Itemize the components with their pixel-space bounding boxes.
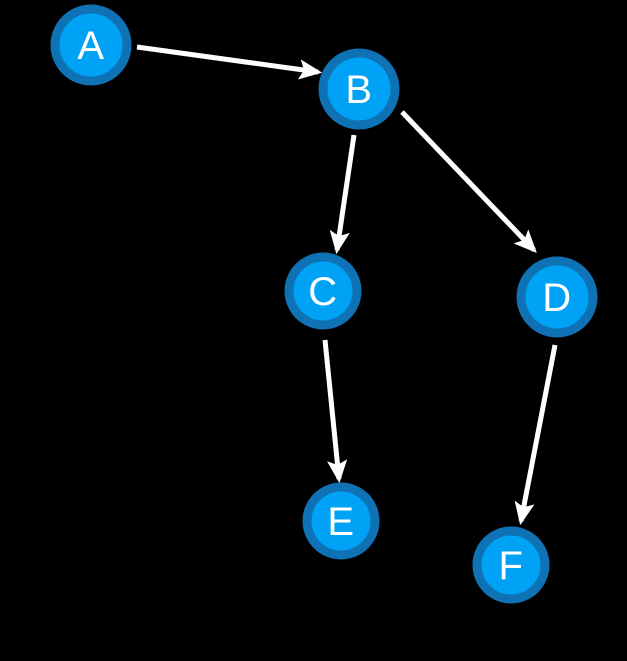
node-label: D [542,276,571,320]
graph-edge-d-f[interactable] [514,344,558,526]
graph-edge-b-c[interactable] [329,134,357,255]
graph-node-e[interactable]: E [302,482,380,560]
graph-node-d[interactable]: D [516,256,598,338]
node-circle [50,4,132,86]
node-label: A [77,24,104,68]
graph-edge-a-b[interactable] [136,44,323,80]
graph-edge-b-d[interactable] [400,110,537,253]
node-label: E [327,500,354,544]
node-circle [472,526,550,604]
node-circle [516,256,598,338]
node-circle [318,48,400,130]
node-label: B [345,68,372,112]
graph-node-f[interactable]: F [472,526,550,604]
graph-node-c[interactable]: C [284,252,362,330]
graph-node-a[interactable]: A [50,4,132,86]
node-circle [302,482,380,560]
node-label: F [499,544,524,588]
nodes-layer: A B C D E F [50,4,598,604]
edges-layer [136,44,558,526]
graph-node-b[interactable]: B [318,48,400,130]
node-circle [284,252,362,330]
graph-edge-c-e[interactable] [322,339,348,484]
node-label: C [308,270,337,314]
